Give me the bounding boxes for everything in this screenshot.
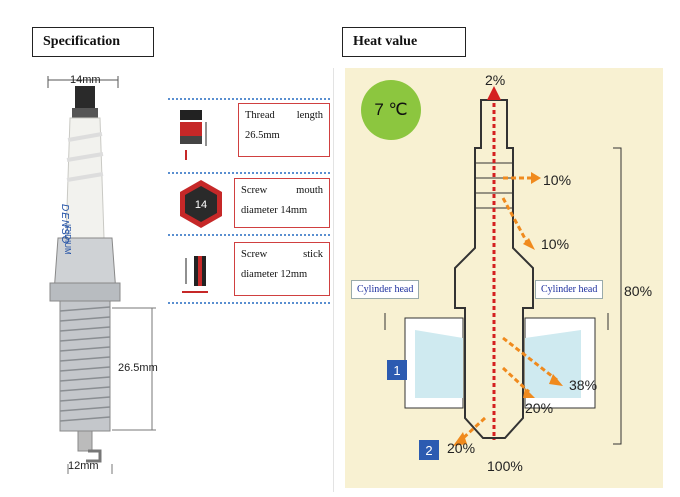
heat-flow-diagram	[384, 86, 622, 446]
screw-stick-icon	[182, 256, 208, 293]
heat-20a-percent: 20%	[525, 400, 554, 416]
spec-stick-line2: diameter 12mm	[241, 269, 308, 280]
spec-card-stick: Screw stick diameter 12mm	[234, 242, 330, 296]
heat-10b-percent: 10%	[541, 236, 570, 252]
heat-100-percent: 100%	[487, 458, 523, 474]
top-dimension: 14mm	[70, 74, 101, 86]
heat-value-panel: 7 ℃ 2% 10% 10% 80% 38% 20% 20% 100% Cyli…	[345, 68, 663, 488]
bottom-dimension: 12mm	[68, 460, 99, 472]
spec-card-mouth: Screw mouth diameter 14mm	[234, 178, 330, 228]
divider-1	[168, 98, 330, 100]
specification-label: Specification	[32, 27, 154, 57]
spec-mouth-line1b: mouth	[296, 185, 323, 196]
heat-80-percent: 80%	[624, 283, 653, 299]
temperature-badge: 7 ℃	[361, 80, 421, 140]
heat-value-label: Heat value	[342, 27, 466, 57]
svg-text:14: 14	[195, 199, 207, 211]
divider-3	[168, 234, 330, 236]
spec-stick-line1a: Screw	[241, 249, 268, 260]
spec-thread-line1b: length	[296, 110, 323, 121]
spec-mouth-line1a: Screw	[241, 185, 268, 196]
spec-mouth-line2: diameter 14mm	[241, 205, 308, 216]
divider-2	[168, 172, 330, 174]
cylinder-head-left: Cylinder head	[351, 280, 420, 299]
cylinder-head-right: Cylinder head	[535, 280, 604, 299]
spec-thread-line1a: Thread	[245, 110, 275, 121]
spark-plug-illustration	[47, 76, 156, 474]
spec-thread-line2: 26.5mm	[245, 130, 280, 141]
hex-nut-icon: 14	[180, 180, 222, 228]
zone-1-badge: 1	[387, 360, 407, 380]
thread-length-icon	[180, 110, 207, 160]
model-label: IRIDIUM	[63, 224, 72, 255]
heat-top-percent: 2%	[485, 72, 506, 88]
thread-dimension: 26.5mm	[118, 362, 158, 374]
heat-10a-percent: 10%	[543, 172, 572, 188]
heat-20b-percent: 20%	[447, 440, 476, 456]
divider-4	[168, 302, 330, 304]
spec-stick-line1b: stick	[303, 249, 323, 260]
spec-card-thread: Thread length 26.5mm	[238, 103, 330, 157]
zone-2-badge: 2	[419, 440, 439, 460]
specification-panel: 14mm DENSO IRIDIUM 26.5mm 12mm 14 Thread…	[28, 68, 334, 492]
heat-38-percent: 38%	[569, 377, 598, 393]
